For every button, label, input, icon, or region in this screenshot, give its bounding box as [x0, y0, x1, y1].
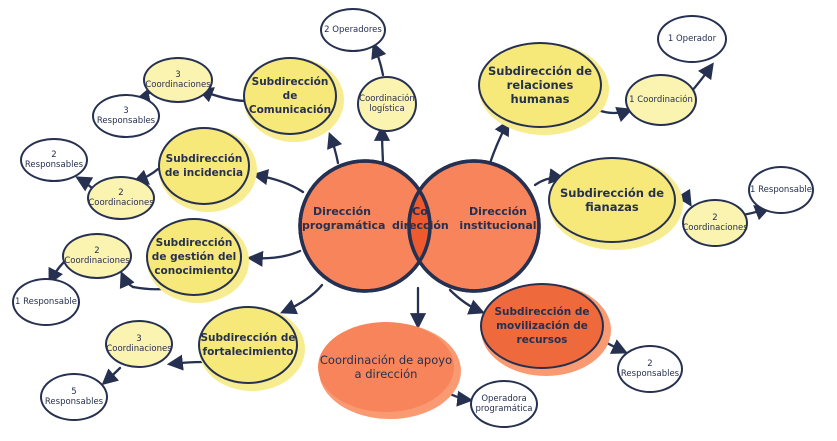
edge-prog-conocimiento [246, 249, 302, 267]
node-sub-conocimiento: Subdirección de gestión del conocimiento [146, 218, 242, 296]
edge-conocimiento-coord-b [119, 271, 135, 290]
node-resp-incidencia: 2 Responsables [20, 138, 88, 182]
node-coord-rrhh: 1 Coordinación [625, 74, 697, 126]
node-coord-fortalecimiento: 3 Coordinaciones [105, 320, 173, 368]
node-resp-comunicacion: 3 Responsables [92, 94, 160, 138]
node-coord-comunicacion: 3 Coordinaciones [143, 57, 213, 103]
venn-overlap [409, 191, 431, 261]
edge-movilizacion-resp [596, 336, 628, 354]
edge-prog-fortalecimiento [280, 283, 324, 315]
node-sub-finanzas: Subdirección de fianazas [548, 157, 676, 243]
edge-incidencia-resp [75, 176, 94, 192]
edge-prog-logistica [373, 124, 391, 164]
node-sub-rrhh: Subdirección de relaciones humanas [478, 42, 602, 128]
node-resp-movilizacion: 2 Responsables [617, 345, 683, 393]
node-op-rrhh: 1 Operador [657, 15, 727, 63]
node-coord-conocimiento: 2 Coordinaciones [62, 233, 132, 279]
edge-logistica-operadores [371, 42, 387, 77]
edge-inst-rrhh [488, 119, 510, 165]
node-resp-finanzas: 1 Responsable [748, 166, 814, 214]
node-coord-logistica: Coordinación logística [357, 76, 417, 132]
edge-fortalecimiento-coord [166, 354, 205, 371]
node-coord-incidencia: 2 Coordinaciones [87, 176, 155, 220]
node-op-apoyo: Operadora programática [470, 380, 538, 428]
edge-inst-movilizacion [448, 288, 485, 315]
edge-prog-comunicacion [327, 131, 343, 165]
node-sub-comunicacion: Subdirección de Comunicación [243, 57, 337, 135]
node-resp-fortalecimiento: 5 Responsables [40, 373, 108, 421]
venn-center-label: Co dirección [392, 205, 449, 232]
edge-rrhh-coord [596, 106, 634, 123]
venn-left-label: Dirección programática [302, 205, 386, 232]
node-op-logistica: 2 Operadores [320, 8, 386, 52]
node-coord-finanzas: 2 Coordinaciones [682, 199, 748, 247]
edge-apoyo-operadora [444, 390, 474, 407]
edge-prog-incidencia [251, 169, 305, 194]
venn-right-label: Dirección institucional [459, 205, 537, 232]
node-resp-conocimiento: 1 Responsable [12, 278, 80, 326]
node-sub-fortalecimiento: Subdirección de fortalecimiento [198, 306, 298, 384]
edge-fortalecimiento-resp [101, 366, 122, 386]
node-sub-incidencia: Subdirección de incidencia [158, 127, 250, 205]
node-coord-apoyo: Coordinación de apoyo a dirección [318, 322, 454, 412]
node-sub-movilizacion: Subdirección de movilización de recursos [480, 283, 604, 369]
edge-conocimiento-coord [131, 285, 164, 291]
